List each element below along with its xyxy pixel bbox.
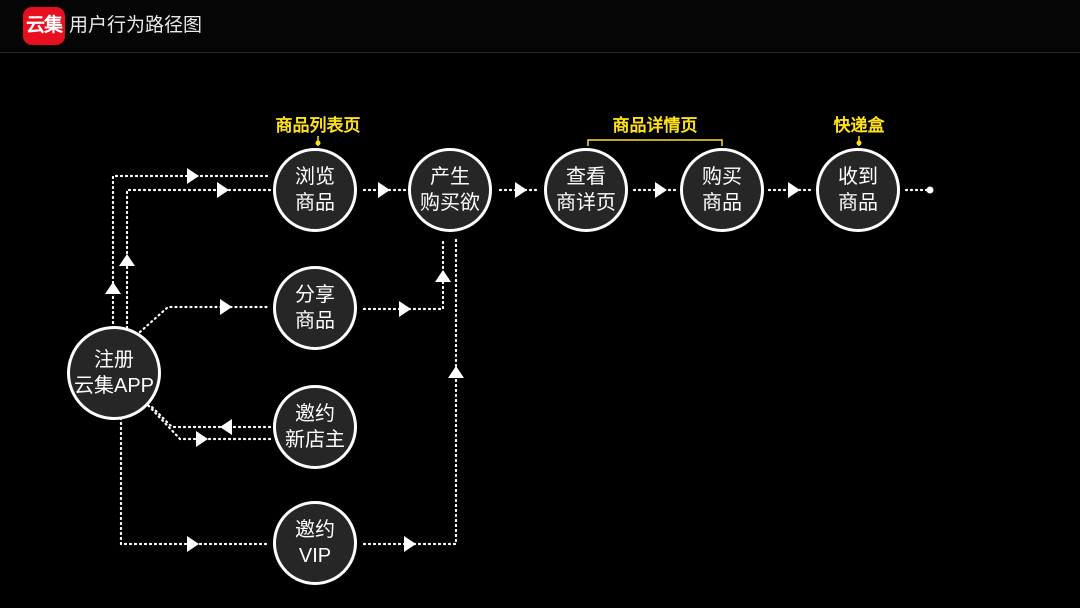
node-label: 商品 bbox=[295, 310, 335, 332]
node-label: 浏览 bbox=[295, 166, 335, 188]
caption-detail-page: 商品详情页 bbox=[612, 116, 698, 136]
node-label: 邀约 bbox=[295, 519, 335, 541]
node-label: 商品 bbox=[295, 192, 335, 214]
node-label: 查看 bbox=[566, 166, 606, 188]
node-share: 分享 商品 bbox=[273, 266, 357, 350]
arrowhead-up bbox=[435, 270, 451, 282]
node-label: 商品 bbox=[838, 192, 878, 214]
node-invite-owner: 邀约 新店主 bbox=[273, 385, 357, 469]
arrowhead-left bbox=[220, 419, 232, 435]
connector-register-browse-2 bbox=[125, 188, 272, 335]
connector-share-desire bbox=[362, 238, 445, 311]
arrowhead-up bbox=[105, 282, 121, 294]
node-label: 收到 bbox=[838, 166, 878, 188]
node-browse: 浏览 商品 bbox=[273, 148, 357, 232]
arrowhead-up bbox=[119, 254, 135, 266]
arrowhead-right bbox=[655, 182, 667, 198]
arrowhead-right bbox=[515, 182, 527, 198]
node-label: 注册 bbox=[94, 349, 134, 371]
connector-register-invite-owner bbox=[143, 400, 272, 441]
arrowhead-right bbox=[187, 168, 199, 184]
node-receive: 收到 商品 bbox=[816, 148, 900, 232]
connector-invite-owner-register bbox=[148, 403, 272, 429]
node-label: 分享 bbox=[295, 284, 335, 306]
arrowhead-right bbox=[399, 301, 411, 317]
caption-bracket-detail bbox=[587, 139, 723, 146]
node-invite-vip: 邀约 VIP bbox=[273, 501, 357, 585]
node-label: 新店主 bbox=[285, 429, 345, 451]
connector-invite-vip-desire bbox=[362, 238, 458, 546]
arrowhead-right bbox=[378, 182, 390, 198]
node-label: 购买欲 bbox=[420, 192, 480, 214]
node-label: 购买 bbox=[702, 166, 742, 188]
arrowhead-right bbox=[220, 299, 232, 315]
node-label: 邀约 bbox=[295, 403, 335, 425]
top-bar: 云集 用户行为路径图 bbox=[0, 0, 1080, 53]
connector-register-browse-1 bbox=[111, 174, 272, 335]
arrowhead-right bbox=[187, 536, 199, 552]
arrowhead-right bbox=[217, 182, 229, 198]
connector-register-invite-vip bbox=[119, 416, 272, 546]
caption-list-page: 商品列表页 bbox=[275, 116, 361, 136]
connector-register-share bbox=[138, 305, 272, 334]
page-title: 用户行为路径图 bbox=[69, 15, 203, 36]
node-label: 产生 bbox=[430, 166, 470, 188]
node-label: 云集APP bbox=[73, 375, 155, 397]
node-label: VIP bbox=[298, 545, 332, 567]
node-view-detail: 查看 商详页 bbox=[544, 148, 628, 232]
node-register: 注册 云集APP bbox=[67, 326, 161, 420]
node-label: 商品 bbox=[702, 192, 742, 214]
node-desire: 产生 购买欲 bbox=[408, 148, 492, 232]
flow-end-dot bbox=[926, 186, 934, 194]
app-logo: 云集 bbox=[23, 7, 65, 45]
arrowhead-right bbox=[196, 431, 208, 447]
caption-delivery-box: 快递盒 bbox=[833, 116, 885, 136]
node-label: 商详页 bbox=[556, 192, 616, 214]
arrowhead-right bbox=[788, 182, 800, 198]
node-buy: 购买 商品 bbox=[680, 148, 764, 232]
arrowhead-up bbox=[448, 366, 464, 378]
arrowhead-right bbox=[404, 536, 416, 552]
